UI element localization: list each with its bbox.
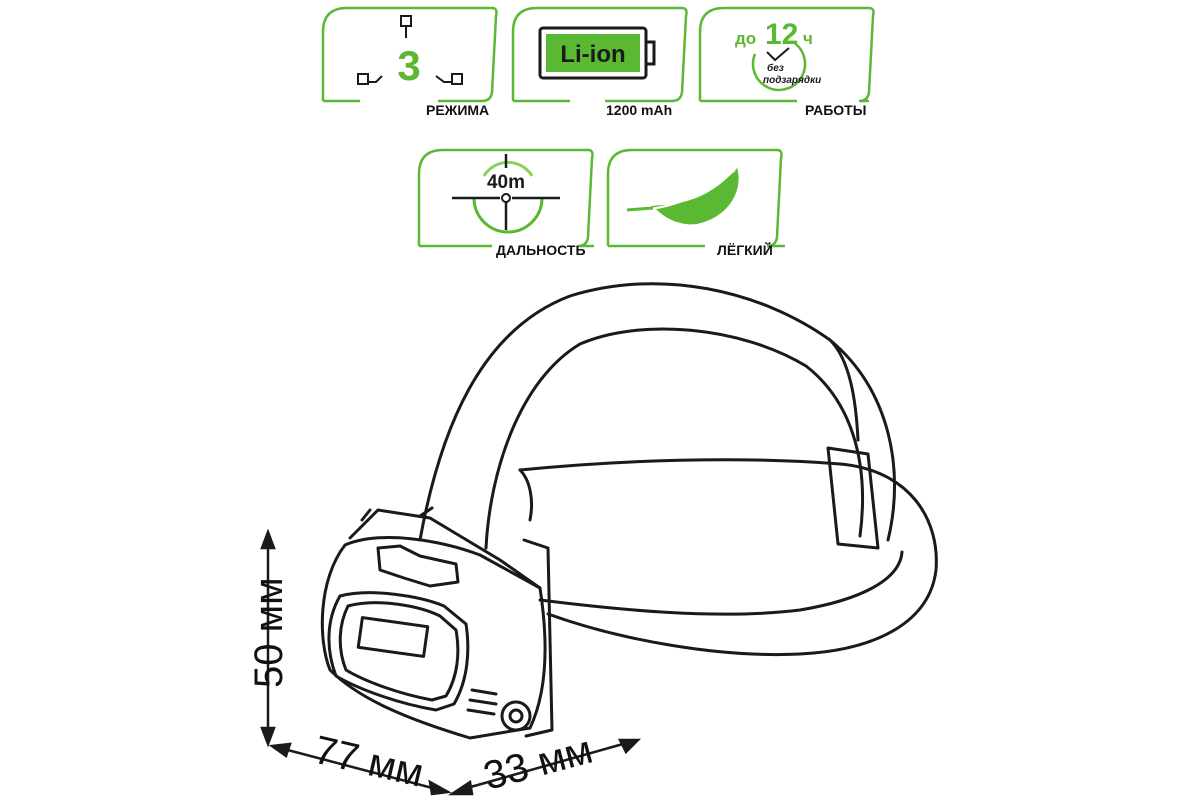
- lamp-buttons: [376, 544, 460, 588]
- feature-card-battery: Li-ion 1200 mAh: [510, 4, 690, 118]
- weight-caption: ЛЁГКИЙ: [717, 242, 773, 258]
- runtime-caption: РАБОТЫ: [805, 102, 867, 118]
- strap-buckle: [826, 446, 880, 550]
- arrow-up-icon: [260, 528, 276, 550]
- depth-dimension-line: [459, 740, 631, 792]
- width-label: 77 мм: [310, 728, 428, 796]
- battery-icon: Li-ion: [538, 26, 656, 80]
- feather-icon: [626, 168, 739, 225]
- back-strap-lower: [538, 550, 904, 616]
- arrow-right-icon: [617, 738, 642, 755]
- arrow-left-icon: [447, 779, 474, 796]
- mode-switch-icon: 3: [357, 15, 463, 89]
- range-caption: ДАЛЬНОСТЬ: [496, 242, 586, 258]
- card-frame: [417, 148, 594, 248]
- battery-caption: 1200 mAh: [606, 102, 673, 118]
- back-strap: [518, 458, 938, 657]
- lamp-mount: [522, 538, 554, 738]
- clock-icon: до 12 ч без подзарядки: [735, 18, 821, 92]
- modes-number: 3: [397, 42, 420, 89]
- lamp-top: [348, 508, 542, 590]
- card-frame: [321, 6, 498, 103]
- feature-card-range: 40m ДАЛЬНОСТЬ: [416, 146, 596, 258]
- width-dimension-line: [279, 746, 441, 792]
- runtime-hours: 12: [765, 18, 798, 51]
- lamp-led-strip: [356, 616, 430, 658]
- runtime-note-line1: без: [767, 62, 784, 74]
- runtime-prefix: до: [735, 29, 756, 48]
- depth-label: 33 мм: [479, 728, 597, 799]
- lamp-lens-outer: [327, 591, 470, 712]
- modes-caption: РЕЖИМА: [426, 102, 490, 118]
- lamp-body: [320, 536, 547, 740]
- lamp-lens-inner: [338, 601, 460, 702]
- crosshair-icon: 40m: [452, 154, 560, 234]
- runtime-unit: ч: [803, 29, 813, 48]
- height-label: 50 мм: [247, 577, 291, 688]
- tilt-knob: [500, 700, 532, 732]
- feature-card-runtime: до 12 ч без подзарядки РАБОТЫ: [697, 4, 877, 118]
- arrow-right-icon: [428, 779, 452, 796]
- battery-type: Li-ion: [560, 41, 625, 68]
- top-strap: [418, 282, 897, 542]
- feature-card-modes: 3 РЕЖИМА: [320, 4, 500, 118]
- runtime-note-line2: подзарядки: [763, 75, 821, 86]
- feature-card-weight: ЛЁГКИЙ: [605, 146, 785, 258]
- arrow-left-icon: [268, 742, 292, 759]
- card-frame: [606, 148, 785, 248]
- card-frame: [698, 6, 875, 103]
- top-strap-inner: [484, 327, 864, 550]
- arrow-down-icon: [260, 726, 276, 748]
- card-frame: [511, 6, 688, 103]
- range-distance: 40m: [487, 172, 525, 193]
